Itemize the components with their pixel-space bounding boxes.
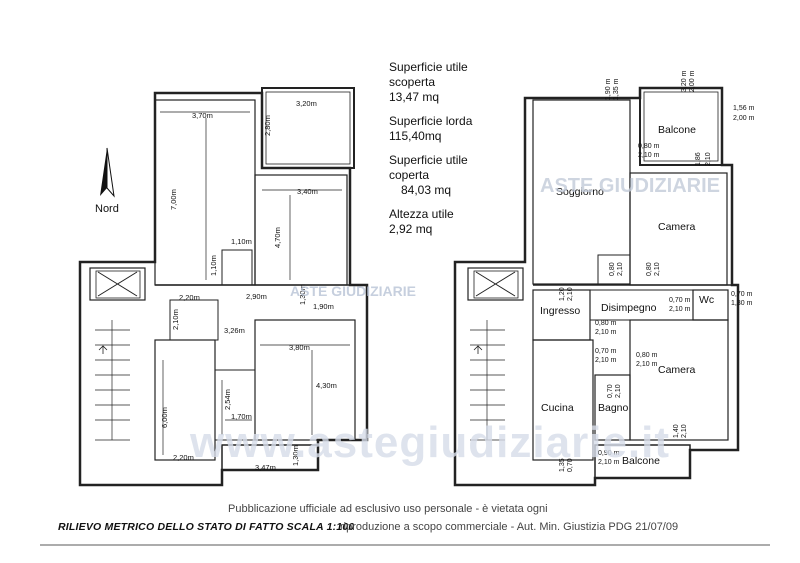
info-line: Superficie utile [389,153,468,167]
dim-label: 4,70m [273,227,282,248]
dim-label: 2,10 [567,287,574,301]
dim-label: 0,70 m [595,348,617,355]
room-label-soggiorno: Soggiorno [556,186,604,198]
room-label-balcone-top: Balcone [658,124,696,136]
dim-label: 2,20m [173,453,194,462]
dim-label: 2,10 m [595,329,617,336]
room-label-wc: Wc [699,294,714,306]
info-line: coperta [389,168,430,182]
left-dimension-labels: 3,70m 3,20m 2,80m 7,00m 3,40m 4,70m 1,10… [160,99,337,472]
room-label-bagno: Bagno [598,402,629,414]
dim-label: 0,70 [567,458,574,472]
left-balcony-top [261,87,355,169]
dim-label: 2,00 m [689,70,696,92]
dim-label: 2,90m [246,292,267,301]
room-label-disimpegno: Disimpegno [601,302,657,314]
dim-label: 3,20 m [681,70,688,92]
dim-label: 2,10 m [598,459,620,466]
dim-label: 2,20m [179,293,200,302]
dim-label: 1,30 m [731,300,753,307]
dim-label: 4,30m [316,381,337,390]
dim-label: 2,54m [223,389,232,410]
watermark-small: ASTE GIUDIZIARIE [540,175,721,197]
dim-label: 3,40m [297,187,318,196]
publication-notice-2: riproduzione a scopo commerciale - Aut. … [340,521,679,533]
north-arrow-icon [100,147,115,198]
room-label-cucina: Cucina [541,402,574,414]
dim-label: 1,56 m [733,105,755,112]
dim-label: 3,80m [289,343,310,352]
dim-label: 0,70 m [669,297,691,304]
dim-label: 2,10 [654,262,661,276]
room-label-balcone-bottom: Balcone [622,455,660,467]
dim-label: 2,10 m [638,152,660,159]
dim-label: 1,30m [298,284,307,305]
dim-label: 1,10m [231,237,252,246]
right-balcony-top [639,87,723,166]
dim-label: 2,10 [681,424,688,438]
dim-label: 3,26m [224,326,245,335]
info-line: 84,03 mq [401,183,452,197]
surface-info: Superficie utile scoperta 13,47 mq Super… [389,60,529,237]
dim-label: 0,90 m [598,450,620,457]
dim-label: 3,70m [192,111,213,120]
dim-label: 1,86 [695,152,702,166]
dim-label: 0,70 [607,384,614,398]
info-line: 2,92 mq [389,222,433,236]
dim-label: 2,10m [171,309,180,330]
dim-label: 3,47m [255,463,276,472]
cucina-room [532,339,594,461]
room-labels: Balcone Soggiorno Camera Ingresso Disimp… [540,124,714,467]
bagno-room [594,374,631,441]
dim-label: 6,00m [160,407,169,428]
right-balcony-bottom [594,444,691,479]
info-line: 13,47 mq [389,90,440,104]
right-plan [453,86,740,487]
dim-label: 1,70m [231,412,252,421]
info-line: scoperta [389,75,436,89]
info-line: Altezza utile [389,207,454,221]
right-dimension-labels: 1,90 m 1,35 m 3,20 m 2,00 m 1,56 m 2,00 … [559,70,755,472]
dim-label: 2,10 [617,262,624,276]
dim-label: 0,80 m [638,143,660,150]
room-label-ingresso: Ingresso [540,305,580,317]
right-stair-steps [470,320,505,441]
dim-label: 1,40 [673,424,680,438]
dim-label: 1,10m [209,255,218,276]
dim-label: 3,20m [296,99,317,108]
publication-notice: Pubblicazione ufficiale ad esclusivo uso… [228,503,548,515]
dim-label: 1,90 m [605,78,612,100]
dim-label: 2,80m [263,115,272,136]
info-line: Superficie lorda [389,114,473,128]
dim-label: 0,70 m [731,291,753,298]
left-stair-steps [95,320,130,441]
dim-label: 1,90m [313,302,334,311]
dim-label: 2,00 m [733,115,755,122]
north-label: Nord [95,203,119,215]
info-line: 115,40mq [389,129,442,143]
dim-label: 1,20 [559,287,566,301]
dim-label: 7,00m [169,189,178,210]
left-plan [78,87,369,487]
drawing-title: RILIEVO METRICO DELLO STATO DI FATTO SCA… [58,521,355,533]
watermark-big: www.astegiudiziarie.it [190,418,671,467]
dim-label: 2,10 [705,152,712,166]
dim-label: 0,80 m [595,320,617,327]
dim-label: 0,80 [646,262,653,276]
dim-label: 2,10 [615,384,622,398]
room-label-camera-lower: Camera [658,364,696,376]
dim-label: 2,10 m [595,357,617,364]
dim-label: 0,80 [609,262,616,276]
dim-label: 1,30m [291,445,300,466]
dim-label: 1,35 m [613,78,620,100]
watermark-small: ASTE GIUDIZIARIE [290,283,417,299]
dim-label: 0,80 m [636,352,658,359]
dim-label: 2,10 m [669,306,691,313]
dim-label: 2,10 m [636,361,658,368]
dim-label: 1,35 [559,458,566,472]
info-line: Superficie utile [389,60,468,74]
room-label-camera-top: Camera [658,221,696,233]
